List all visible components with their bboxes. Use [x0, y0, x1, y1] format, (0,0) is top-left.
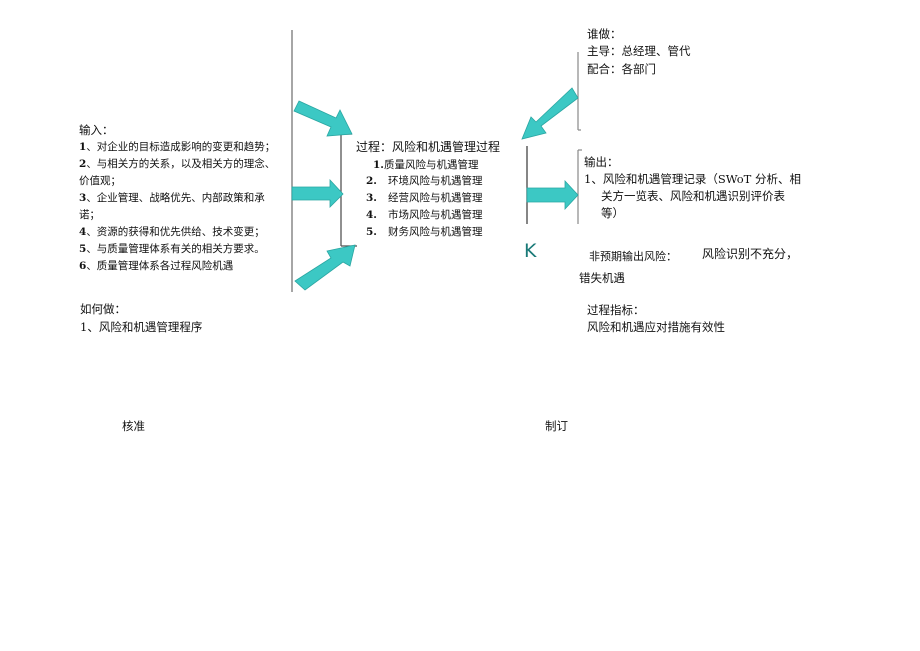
- input-item-1: 1、对企业的目标造成影响的变更和趋势；: [79, 141, 276, 153]
- input-item-5: 5、与质量管理体系有关的相关方要求。: [79, 243, 265, 255]
- input-item-3-cont: 诺；: [79, 209, 100, 221]
- input-item-4: 4、资源的获得和优先供给、技术变更；: [79, 226, 265, 238]
- process-title: 过程：风险和机遇管理过程: [356, 140, 501, 154]
- arrow-process-to-output: [526, 179, 579, 211]
- arrow-input-to-process-3: [294, 244, 356, 291]
- approve-label: 核准: [122, 419, 145, 433]
- prepare-label: 制订: [545, 419, 568, 433]
- process-item-4: 4.市场风险与机遇管理: [366, 209, 483, 221]
- input-item-3: 3、企业管理、战略优先、内部政策和承: [79, 192, 265, 204]
- input-item-2: 2、与相关方的关系，以及相关方的理念、: [79, 158, 276, 170]
- process-item-1: 1.质量风险与机遇管理: [373, 159, 479, 171]
- input-item-6: 6、质量管理体系各过程风险机遇: [79, 260, 234, 272]
- arrow-input-to-process-1: [293, 100, 353, 137]
- output-line-1: 1、风险和机遇管理记录（SWoT 分析、相: [584, 172, 801, 186]
- process-item-2: 2.环境风险与机遇管理: [366, 175, 483, 187]
- output-line-2: 关方一览表、风险和机遇识别评价表: [601, 189, 785, 203]
- input-heading: 输入：: [79, 123, 114, 137]
- process-item-5: 5.财务风险与机遇管理: [366, 226, 483, 238]
- risk-text-1: 风险识别不充分，: [702, 247, 799, 261]
- input-list: 1、对企业的目标造成影响的变更和趋势； 2、与相关方的关系，以及相关方的理念、 …: [79, 139, 275, 275]
- arrow-input-to-process-2: [291, 178, 344, 208]
- risk-label: 非预期输出风险：: [589, 250, 677, 263]
- input-item-2-cont: 价值观；: [79, 175, 121, 187]
- arrow-who-to-process: [521, 87, 579, 140]
- how-item-1: 1、风险和机遇管理程序: [80, 320, 203, 334]
- who-heading: 谁做：: [587, 27, 622, 41]
- process-item-3: 3.经营风险与机遇管理: [366, 192, 483, 204]
- risk-marker: K: [524, 240, 537, 262]
- who-lead: 主导：总经理、管代: [587, 44, 691, 58]
- output-heading: 输出：: [584, 155, 619, 169]
- indicator-text: 风险和机遇应对措施有效性: [587, 320, 725, 334]
- indicator-heading: 过程指标：: [587, 303, 645, 317]
- output-line-3: 等）: [601, 206, 624, 220]
- how-heading: 如何做：: [80, 302, 126, 316]
- who-support: 配合：各部门: [587, 62, 656, 76]
- risk-text-2: 错失机遇: [579, 271, 625, 285]
